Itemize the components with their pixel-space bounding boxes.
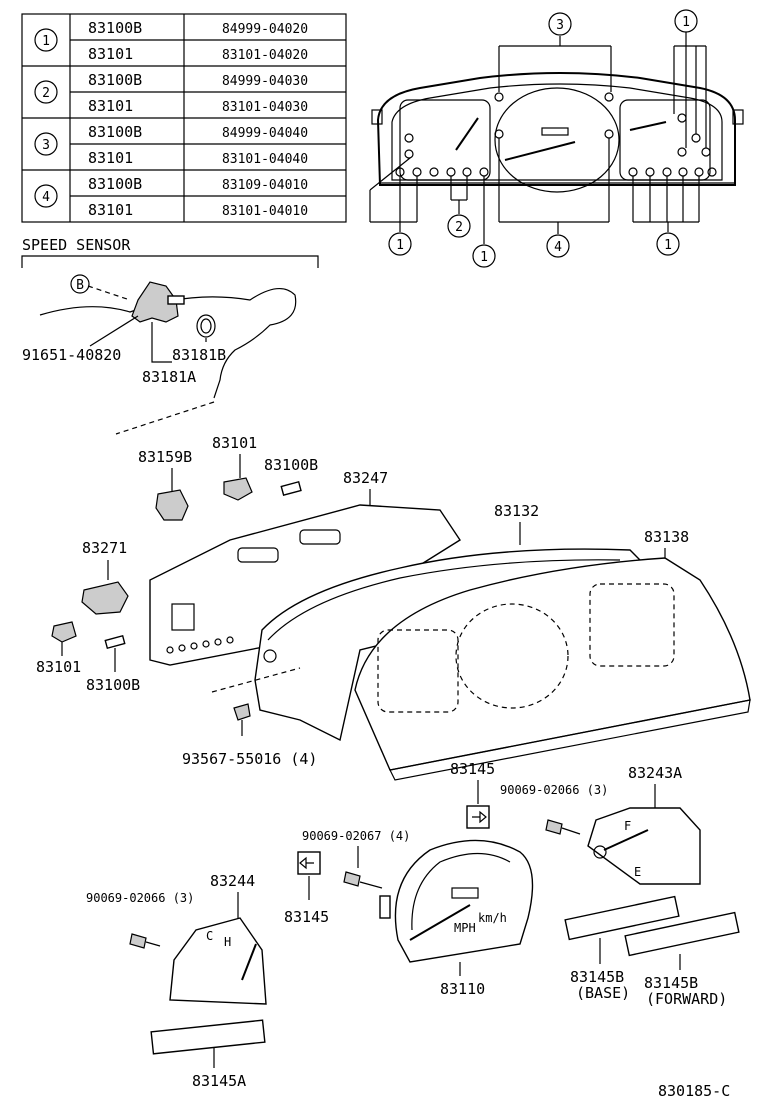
forward-label: (FORWARD) [646, 990, 727, 1008]
part-number: 83100B [88, 123, 142, 141]
ref-b: B [76, 278, 84, 293]
part-number: 83101 [88, 97, 133, 115]
section-title: SPEED SENSOR [22, 236, 131, 254]
label-83145-left: 83145 [284, 908, 329, 926]
part-number: 83100B [88, 175, 142, 193]
oring-label: 83181B [172, 346, 226, 364]
part-number: 83101 [88, 45, 133, 63]
screw-label-90069-b: 90069-02067 (4) [302, 829, 410, 843]
row-number: 1 [42, 34, 50, 49]
table-row: 4 83100B 83109-04010 83101 83101-04010 [34, 175, 308, 219]
label-83244: 83244 [210, 872, 255, 890]
callout-1: 1 [682, 15, 690, 30]
sensor-label: 83181A [142, 368, 196, 386]
part-code: 83101-04010 [222, 204, 308, 219]
gauges: 83145 90069-02066 (3) 83243A F E 90069-0… [86, 760, 740, 1090]
label-83247: 83247 [343, 469, 388, 487]
table-row: 1 83100B 84999-04020 83101 83101-04020 [34, 19, 308, 63]
label-83145a: 83145A [192, 1072, 246, 1090]
part-code: 84999-04020 [222, 22, 308, 37]
table-row: 2 83100B 84999-04030 83101 83101-04030 [34, 71, 308, 115]
part-code: 83101-04030 [222, 100, 308, 115]
callout-1: 1 [480, 250, 488, 265]
mph-label: MPH [454, 921, 476, 935]
cluster-exploded: 83132 83138 93567-55016 (4) [149, 502, 751, 781]
part-code: 84999-04040 [222, 126, 308, 141]
bolt-label: 91651-40820 [22, 346, 121, 364]
label-83145b-base: 83145B [570, 968, 624, 986]
table-row: 3 83100B 84999-04040 83101 83101-04040 [34, 123, 308, 167]
part-code: 83101-04020 [222, 48, 308, 63]
callout-4: 4 [554, 240, 562, 255]
label-83100b-left: 83100B [86, 676, 140, 694]
callout-1: 1 [664, 238, 672, 253]
part-number: 83101 [88, 149, 133, 167]
label-83132: 83132 [494, 502, 539, 520]
part-code: 84999-04030 [222, 74, 308, 89]
part-code: 83109-04010 [222, 178, 308, 193]
label-83100b: 83100B [264, 456, 318, 474]
label-83159b: 83159B [138, 448, 192, 466]
label-83101: 83101 [212, 434, 257, 452]
screw-label-90069-a: 90069-02066 (3) [500, 783, 608, 797]
callout-3: 3 [556, 18, 564, 33]
label-83110: 83110 [440, 980, 485, 998]
screw-label-93567: 93567-55016 (4) [182, 750, 317, 768]
part-number: 83100B [88, 19, 142, 37]
part-code: 83101-04040 [222, 152, 308, 167]
label-83145-top: 83145 [450, 760, 495, 778]
parts-table: 1 83100B 84999-04020 83101 83101-04020 2… [21, 13, 347, 223]
small-parts: 83159B 83101 83100B 83247 83271 83101 83… [36, 434, 388, 694]
fuel-f: F [624, 819, 631, 833]
label-83243a: 83243A [628, 764, 682, 782]
label-83271: 83271 [82, 539, 127, 557]
part-number: 83101 [88, 201, 133, 219]
row-number: 3 [42, 138, 50, 153]
callout-2: 2 [455, 220, 463, 235]
row-number: 4 [42, 190, 50, 205]
label-83145b-forward: 83145B [644, 974, 698, 992]
figure-code: 830185-C [658, 1082, 730, 1100]
temp-h: H [224, 935, 231, 949]
fuel-e: E [634, 865, 641, 879]
label-83138: 83138 [644, 528, 689, 546]
callout-1: 1 [396, 238, 404, 253]
speed-sensor-section: SPEED SENSOR B 91651-40820 83181B 83181A [21, 236, 319, 435]
part-number: 83100B [88, 71, 142, 89]
base-label: (BASE) [576, 984, 630, 1002]
label-83101-left: 83101 [36, 658, 81, 676]
temp-c: C [206, 929, 213, 943]
kmh-label: km/h [478, 911, 507, 925]
screw-label-90069-c: 90069-02066 (3) [86, 891, 194, 905]
cluster-back-view: 3 1 1 2 1 4 1 [369, 9, 744, 268]
row-number: 2 [42, 86, 50, 101]
